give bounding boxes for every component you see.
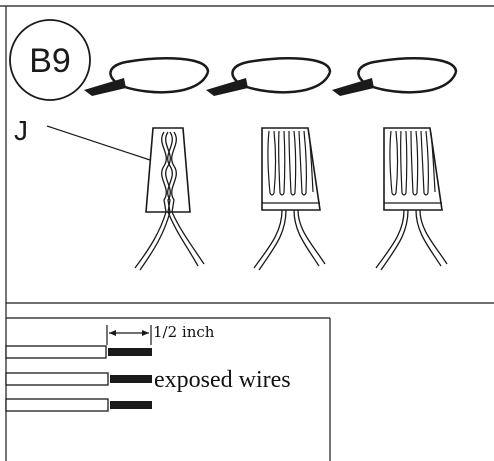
wire-connector-icon-2 — [375, 127, 448, 271]
stripped-wire-3 — [5, 398, 152, 412]
rotation-arrow-icon-2 — [204, 57, 332, 98]
rotation-arrow-icon-3 — [330, 57, 458, 98]
step-badge — [9, 19, 91, 101]
twisted-wires-icon — [134, 127, 205, 271]
callout-leader-line — [46, 125, 151, 161]
callout-letter-j: J — [14, 115, 28, 146]
step-label: B9 — [29, 42, 71, 80]
strip-guide-panel: 1/2 inch exposed wires — [5, 317, 331, 461]
wire-connector-icon-1 — [253, 127, 326, 271]
stripped-wire-2 — [5, 372, 152, 386]
rotation-arrow-icon-1 — [82, 57, 210, 98]
measurement-label: 1/2 inch — [153, 323, 215, 341]
stripped-wire-1 — [5, 345, 152, 359]
measurement-dimension — [106, 325, 152, 345]
exposed-wires-label: exposed wires — [154, 367, 291, 393]
